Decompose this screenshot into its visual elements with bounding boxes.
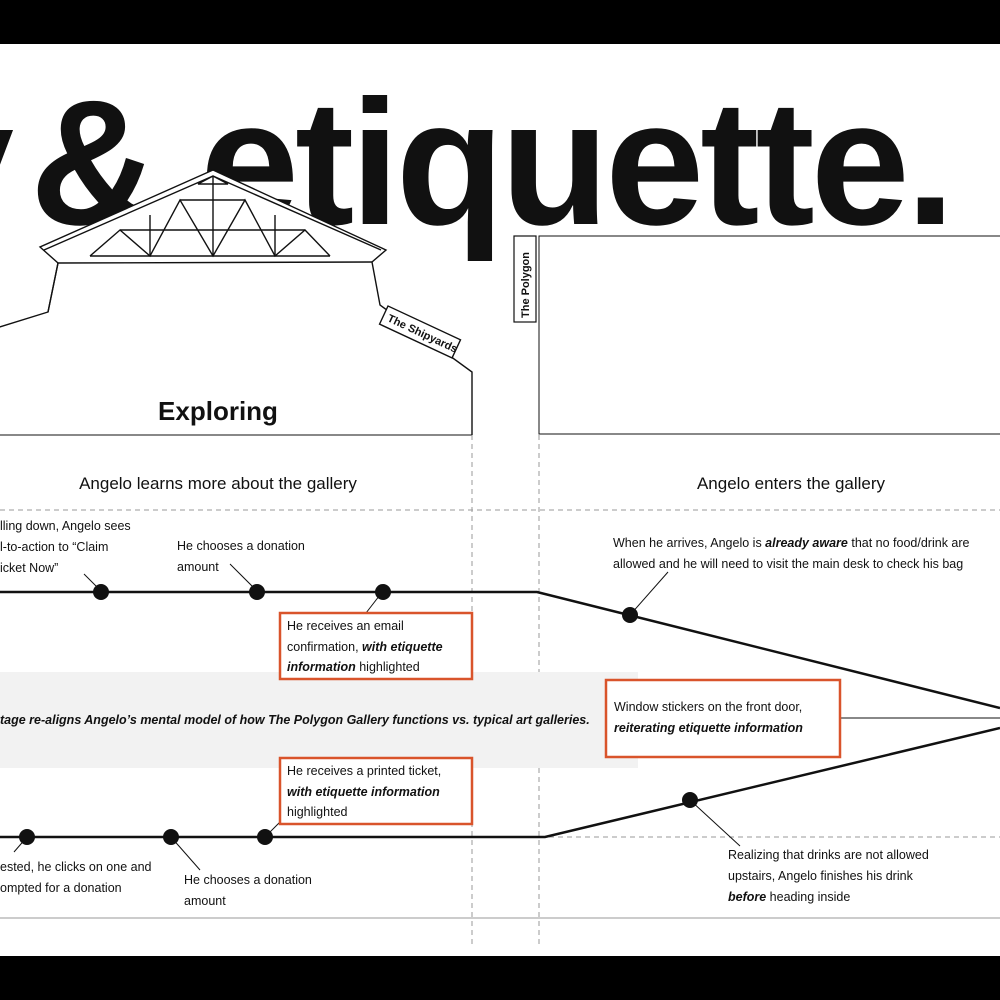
top-black-bar [0,0,1000,44]
touchpoint-dot [163,829,179,845]
note-line: confirmation, with etiquette [287,640,443,654]
note-line: lling down, Angelo sees [0,519,131,533]
touchpoint-dot [249,584,265,600]
bottom-black-bar [0,956,1000,1000]
note-line: Window stickers on the front door, [614,700,802,714]
note-line: He chooses a donation [184,873,312,887]
printed-ticket-box: He receives a printed ticket, with etiqu… [278,756,474,826]
note-line: He receives a printed ticket, [287,764,441,778]
polygon-sign: The Polygon [513,235,537,323]
stage-title-exploring: Exploring [158,396,278,426]
journey-map-diagram: y & etiquette. The Shipyards The Polygon… [0,63,1000,945]
note-donation-bottom: He chooses a donation amount [184,873,312,908]
note-line: amount [184,894,226,908]
note-line: He receives an email [287,619,404,633]
note-line: ompted for a donation [0,881,122,895]
note-line: amount [177,560,219,574]
stage-subtitle-right: Angelo enters the gallery [697,474,886,493]
note-line: allowed and he will need to visit the ma… [613,557,963,571]
note-line: information highlighted [287,660,420,674]
touchpoint-dot [622,607,638,623]
polygon-sign-label: The Polygon [520,252,532,318]
note-line: highlighted [287,805,348,819]
touchpoint-dot [19,829,35,845]
email-confirmation-box: He receives an email confirmation, with … [278,611,474,681]
touchpoint-dot [257,829,273,845]
note-line: l-to-action to “Claim [0,540,108,554]
note-scrolling: lling down, Angelo sees l-to-action to “… [0,519,131,575]
journey-dots [19,584,698,845]
window-stickers-box: Window stickers on the front door, reite… [604,678,842,759]
note-line: ested, he clicks on one and [0,860,152,874]
note-line: before heading inside [728,890,850,904]
polygon-building-illustration [538,235,1000,435]
note-line: He chooses a donation [177,539,305,553]
note-drinks: Realizing that drinks are not allowed up… [728,848,929,904]
note-line: icket Now” [0,561,58,575]
touchpoint-dot [682,792,698,808]
note-arrival: When he arrives, Angelo is already aware… [613,536,970,571]
mental-model-band [0,672,638,768]
stage-subtitle-left: Angelo learns more about the gallery [79,474,357,493]
note-line: upstairs, Angelo finishes his drink [728,869,914,883]
touchpoint-dot [375,584,391,600]
title-prefix-letter: y [0,63,14,262]
note-line: Realizing that drinks are not allowed [728,848,929,862]
journey-map-canvas: y & etiquette. The Shipyards The Polygon… [0,44,1000,956]
note-donation-top: He chooses a donation amount [177,539,305,574]
journey-lines [0,590,1000,839]
note-clicks: ested, he clicks on one and ompted for a… [0,860,152,895]
note-line: with etiquette information [287,785,440,799]
note-line: reiterating etiquette information [614,721,803,735]
band-text: tage re-aligns Angelo’s mental model of … [0,713,590,727]
note-line: When he arrives, Angelo is already aware… [613,536,970,550]
touchpoint-dot [93,584,109,600]
